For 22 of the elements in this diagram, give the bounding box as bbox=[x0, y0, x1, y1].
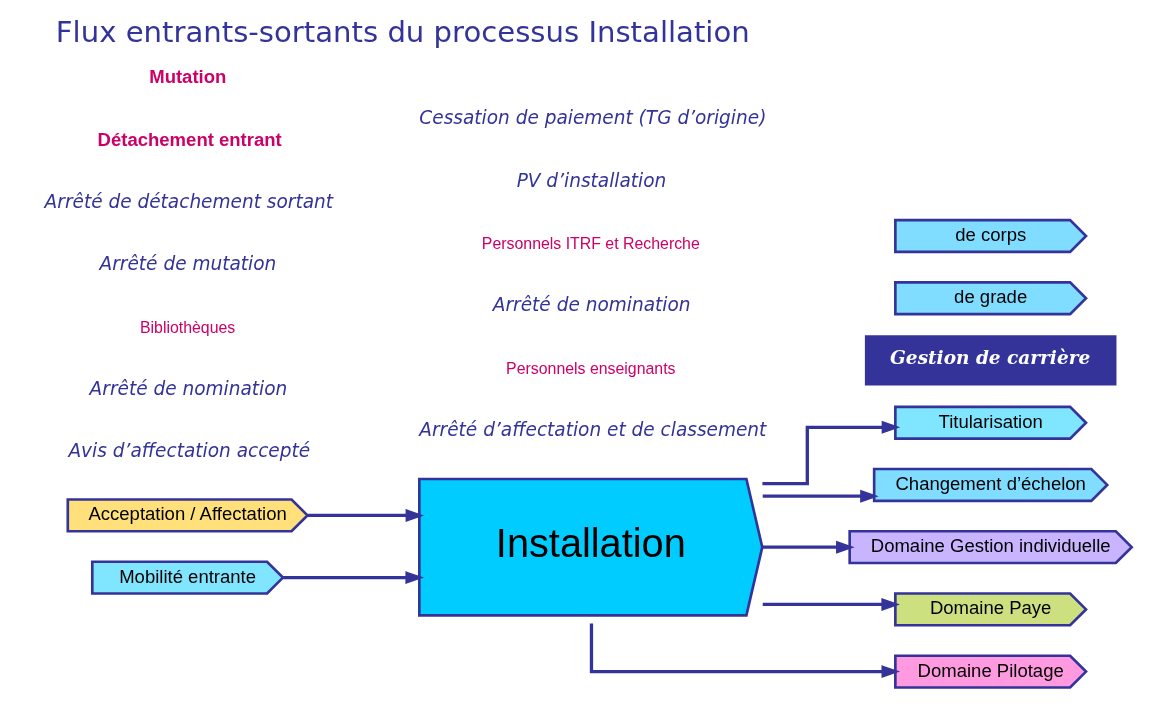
label: Gestion de carrière bbox=[889, 347, 1090, 369]
label: Arrêté de mutation bbox=[99, 253, 276, 275]
arrow bbox=[762, 540, 855, 554]
label: PV d’installation bbox=[516, 169, 666, 191]
arrow bbox=[761, 420, 900, 486]
label: Personnels enseignants bbox=[505, 359, 676, 377]
label: Cessation de paiement (TG d’origine) bbox=[418, 107, 766, 129]
label: Arrêté d’affectation et de classement bbox=[418, 418, 766, 440]
label: Personnels ITRF et Recherche bbox=[481, 235, 700, 253]
arrow bbox=[307, 508, 424, 522]
label: Bibliothèques bbox=[139, 318, 235, 336]
arrow bbox=[282, 571, 424, 585]
label: Arrêté de nomination bbox=[492, 294, 690, 316]
node-label: Détachement entrant bbox=[97, 128, 282, 150]
label: Arrêté de nomination bbox=[89, 377, 287, 399]
diagram-title: Flux entrants-sortants du processus Installation bbox=[55, 15, 750, 50]
arrow bbox=[762, 597, 900, 611]
arrow bbox=[762, 489, 879, 503]
label: Arrêté de détachement sortant bbox=[44, 190, 333, 212]
arrow bbox=[589, 623, 900, 679]
node-label: Mutation bbox=[148, 66, 226, 88]
label: Avis d’affectation accepté bbox=[67, 439, 310, 461]
